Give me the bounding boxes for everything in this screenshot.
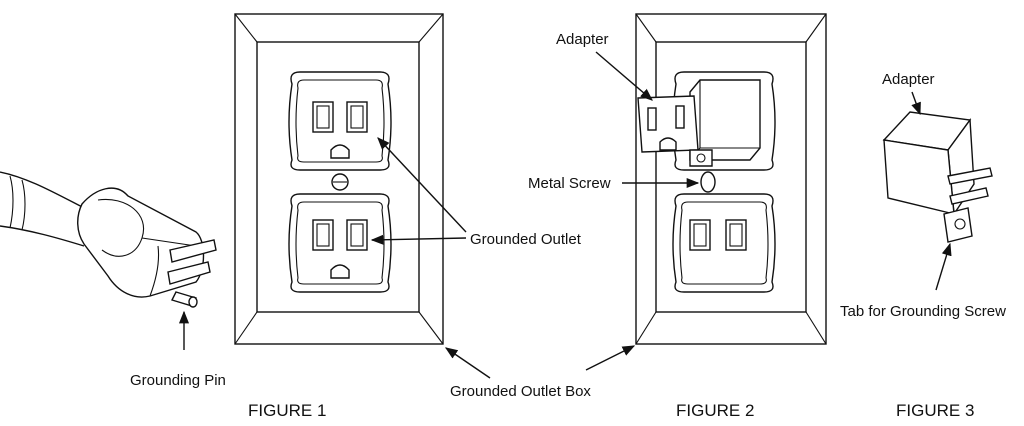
- tab-for-grounding-screw-label: Tab for Grounding Screw: [840, 303, 1006, 320]
- figure1-lower-outlet: [288, 193, 392, 293]
- figure3-caption: FIGURE 3: [896, 401, 974, 420]
- grounded-outlet-arrow-lower: [370, 234, 467, 245]
- adapter-label-fig2: Adapter: [556, 31, 609, 48]
- figure2-wall-plate: [635, 13, 827, 345]
- grounded-outlet-arrow-upper: [377, 137, 467, 233]
- figure1-upper-outlet: [288, 71, 392, 171]
- tab-arrow-fig3: [935, 242, 952, 291]
- outlet-box-arrow-fig1: [444, 347, 491, 379]
- figure3-adapter-illustration: [882, 111, 993, 243]
- figure1-wall-plate: [234, 13, 444, 345]
- figure1-caption: FIGURE 1: [248, 401, 326, 420]
- grounding-pin-label: Grounding Pin: [130, 372, 226, 389]
- figure2-caption: FIGURE 2: [676, 401, 754, 420]
- figure2-metal-screw: [700, 171, 716, 193]
- grounded-plug-illustration: [0, 171, 217, 350]
- outlet-box-arrow-fig2: [585, 345, 636, 371]
- adapter-label-fig3: Adapter: [882, 71, 935, 88]
- metal-screw-label: Metal Screw: [528, 175, 611, 192]
- figure2-upper-outlet-with-adapter: [637, 71, 776, 171]
- adapter-arrow-fig2: [595, 51, 653, 101]
- grounded-outlet-label: Grounded Outlet: [470, 231, 582, 248]
- grounded-outlet-box-label: Grounded Outlet Box: [450, 383, 591, 400]
- figure2-lower-outlet: [672, 193, 776, 293]
- figure1-center-screw: [331, 173, 349, 191]
- adapter-arrow-fig3: [911, 91, 921, 116]
